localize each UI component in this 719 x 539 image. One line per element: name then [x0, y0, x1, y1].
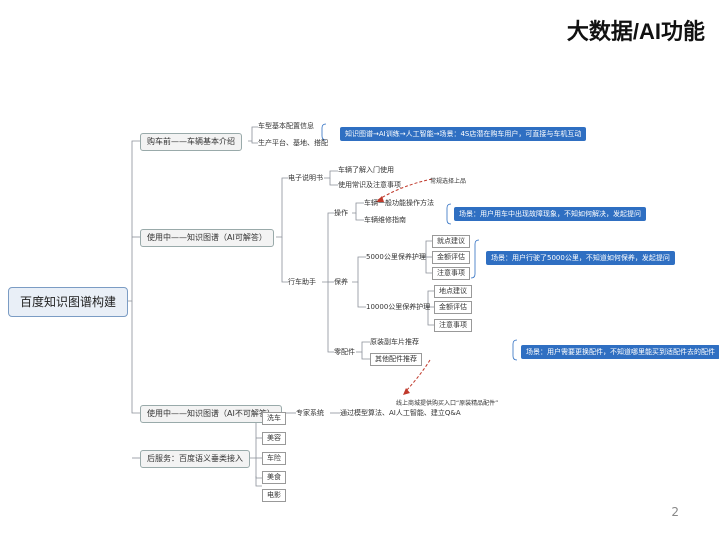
after-item-food: 美食: [262, 471, 286, 484]
branch-after-service: 后服务：百度语义垂类接入: [140, 450, 250, 468]
node-expert-system: 专家系统: [296, 409, 324, 417]
page-number: 2: [671, 505, 679, 519]
note-choose-item: 常规选择上品: [430, 178, 467, 185]
branch-in-use-ai: 使用中——知识图谱（AI可解答）: [140, 229, 274, 247]
callout-scenario-3: 场景：用户行驶了5000公里，不知道如何保养，发起提问: [486, 251, 675, 265]
m5000-item-cost: 金额评估: [432, 251, 470, 264]
callout-scenario-4: 场景：用户需要更换配件，不知道哪里能买到适配件去的配件: [521, 345, 719, 359]
after-item-insurance: 车险: [262, 452, 286, 465]
root-node: 百度知识图谱构建: [8, 287, 128, 317]
manual-item-tips: 使用常识及注意事项: [338, 181, 401, 189]
callout-scenario-2: 场景：用户用车中出现故障现象，不知如何解决，发起提问: [454, 207, 646, 221]
operate-item-repair: 车辆维修指南: [364, 216, 406, 224]
slide-title: 大数据/AI功能: [566, 19, 705, 44]
node-e-manual: 电子说明书: [288, 174, 323, 182]
note-online-mall: 线上商城提供购买入口“原装精品配件”: [396, 400, 499, 407]
node-operate: 操作: [334, 209, 348, 217]
parts-item-original: 原装副车片推荐: [370, 338, 419, 346]
operate-item-functions: 车辆一般功能操作方法: [364, 199, 434, 207]
expert-item-qa: 通过模型算法、AI人工智能、建立Q&A: [340, 409, 461, 417]
node-maintain: 保养: [334, 278, 348, 286]
after-item-wash: 洗车: [262, 412, 286, 425]
after-item-beauty: 美容: [262, 432, 286, 445]
node-driving-assistant: 行车助手: [288, 278, 316, 286]
manual-item-intro: 车辆了解入门使用: [338, 166, 394, 174]
branch-before-purchase: 购车前——车辆基本介绍: [140, 133, 242, 151]
parts-item-other: 其他配件推荐: [370, 353, 422, 366]
node-parts: 零配件: [334, 348, 355, 356]
branch-in-use-no-ai: 使用中——知识图谱（AI不可解答）: [140, 405, 282, 423]
m10000-item-location: 地点建议: [434, 285, 472, 298]
m5000-item-location: 就点建议: [432, 235, 470, 248]
after-item-movie: 电影: [262, 489, 286, 502]
node-maintain-10000: 10000公里保养护理: [366, 303, 431, 311]
before-item-config: 车型基本配置信息: [258, 122, 314, 130]
m10000-item-cost: 金额评估: [434, 301, 472, 314]
m10000-item-notes: 注意事项: [434, 319, 472, 332]
callout-scenario-1: 知识图谱→AI训练→人工智能→场景：4S店潜在购车用户，可直接与车机互动: [340, 127, 587, 141]
node-maintain-5000: 5000公里保养护理: [366, 253, 426, 261]
before-item-platform: 生产平台、基地、搭配: [258, 139, 328, 147]
m5000-item-notes: 注意事项: [432, 267, 470, 280]
